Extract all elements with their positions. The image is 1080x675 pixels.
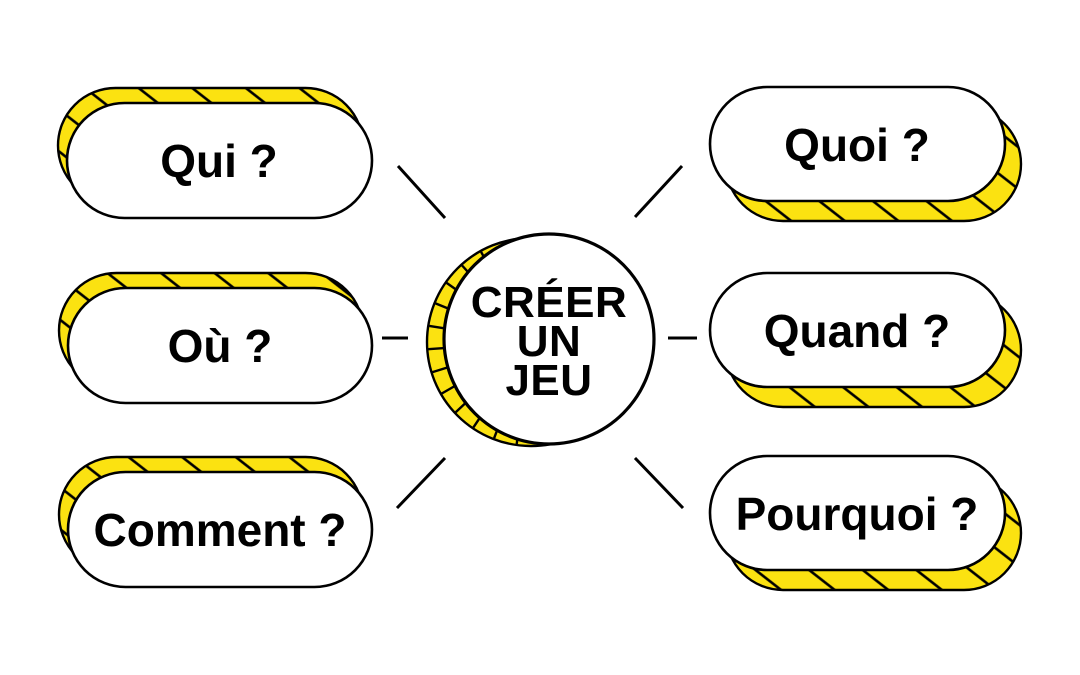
connectors xyxy=(382,164,697,510)
node-label: Comment ? xyxy=(94,504,347,556)
center-label-line2: UN xyxy=(517,317,582,366)
node-qui: Qui ? xyxy=(56,86,374,220)
node-body xyxy=(708,454,1007,572)
node-ou: Où ? xyxy=(57,271,374,405)
center-body xyxy=(442,232,656,446)
node-body xyxy=(66,286,374,405)
node-body xyxy=(66,470,374,589)
node-label: Pourquoi ? xyxy=(736,488,979,540)
connector-bottom-left xyxy=(395,456,447,510)
node-label: Quand ? xyxy=(764,305,951,357)
center-label-line1: CRÉER xyxy=(471,277,628,327)
connector-bottom-right xyxy=(633,456,685,510)
connector-top-left xyxy=(396,164,447,220)
node-label: Quoi ? xyxy=(784,119,930,171)
node-body xyxy=(65,101,374,220)
node-center: CRÉER UN JEU xyxy=(425,232,656,448)
node-label: Qui ? xyxy=(160,135,278,187)
node-body xyxy=(708,85,1007,203)
node-body xyxy=(708,271,1007,389)
center-label-line3: JEU xyxy=(505,356,592,405)
node-comment: Comment ? xyxy=(57,455,374,589)
node-quand: Quand ? xyxy=(708,271,1023,409)
node-quoi: Quoi ? xyxy=(708,85,1023,223)
node-label: Où ? xyxy=(168,320,273,372)
connector-top-right xyxy=(633,164,684,219)
node-pourquoi: Pourquoi ? xyxy=(708,454,1023,592)
